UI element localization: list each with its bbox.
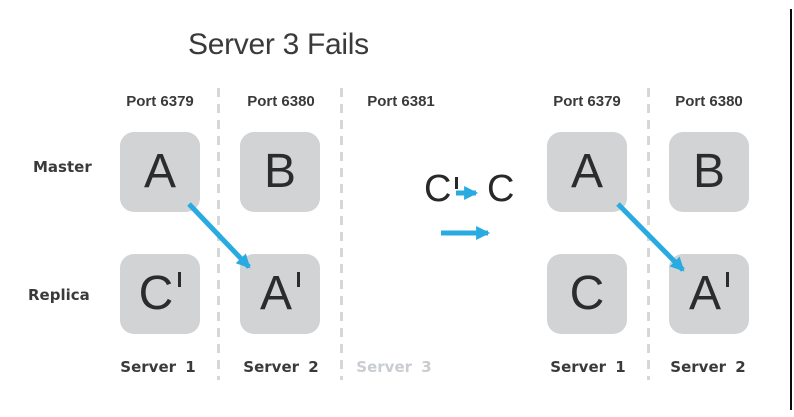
node-letter: A [570, 145, 603, 198]
port-label-right-1: Port 6379 [553, 93, 621, 110]
promotion-from-letter: C [424, 170, 459, 208]
dashed-separator-3 [647, 88, 650, 380]
server-label-right-1: Server 1 [550, 358, 626, 376]
dashed-separator-1 [217, 88, 220, 380]
node-left-replica-c-prime: C [120, 254, 200, 334]
promotion-to-letter: C [487, 168, 515, 210]
node-letter: A [688, 267, 721, 320]
row-label-replica: Replica [28, 286, 90, 304]
node-letter: C [138, 267, 174, 320]
server-label-left-3-failed: Server 3 [356, 358, 432, 376]
node-right-master-b: B [669, 132, 749, 212]
node-left-replica-a-prime: A [240, 254, 320, 334]
prime-mark [726, 271, 729, 287]
row-label-master: Master [33, 158, 92, 176]
node-letter: C [569, 267, 605, 320]
node-left-master-a: A [120, 132, 200, 212]
server-label-left-1: Server 1 [120, 358, 196, 376]
node-left-master-b: B [240, 132, 320, 212]
server-label-right-2: Server 2 [670, 358, 746, 376]
node-right-replica-a-prime: A [669, 254, 749, 334]
dashed-separator-2 [340, 88, 343, 380]
node-right-replica-c: C [547, 254, 627, 334]
image-border-right [790, 9, 792, 410]
server-label-left-2: Server 2 [243, 358, 319, 376]
node-letter: B [692, 145, 725, 198]
prime-mark [297, 271, 300, 287]
port-label-left-3: Port 6381 [367, 93, 435, 110]
diagram-title: Server 3 Fails [188, 28, 369, 61]
node-letter: A [259, 267, 292, 320]
node-letter: B [263, 145, 296, 198]
prime-mark [455, 177, 459, 189]
prime-mark [178, 271, 182, 287]
port-label-left-1: Port 6379 [126, 93, 194, 110]
node-letter: A [143, 145, 176, 198]
port-label-right-2: Port 6380 [675, 93, 743, 110]
port-label-left-2: Port 6380 [247, 93, 315, 110]
node-right-master-a: A [547, 132, 627, 212]
